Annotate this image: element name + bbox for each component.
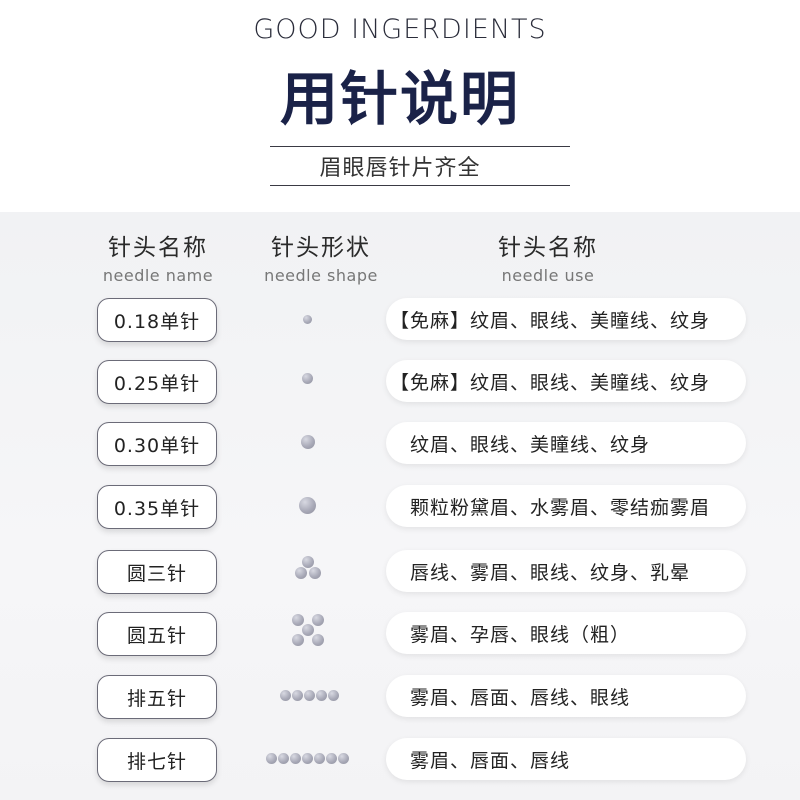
needle-use-pill: 唇线、雾眉、眼线、纹身、乳晕: [386, 550, 746, 592]
needle-dot: [280, 690, 291, 701]
needle-dot: [292, 614, 304, 626]
needle-name-pill: 排五针: [97, 675, 217, 719]
needle-dot: [290, 753, 301, 764]
needle-dot: [328, 690, 339, 701]
column-header-en: needle shape: [264, 266, 378, 285]
needle-name-pill: 0.25单针: [97, 360, 217, 404]
needle-dot: [301, 435, 315, 449]
needle-dot: [302, 373, 313, 384]
single-needle-icon: [258, 298, 358, 340]
column-header-shape: 针头形状 needle shape: [258, 228, 384, 285]
column-header-en: needle name: [102, 266, 214, 285]
row-five-needle-icon: [258, 675, 358, 717]
needle-dot: [312, 614, 324, 626]
divider-bottom: [270, 185, 570, 186]
needle-dot: [304, 690, 315, 701]
needle-use-pill: 雾眉、唇面、唇线、眼线: [386, 675, 746, 717]
column-header-use: 针头名称 needle use: [470, 228, 626, 285]
needle-dot: [309, 567, 321, 579]
needle-dot: [326, 753, 337, 764]
needle-dot: [338, 753, 349, 764]
round-five-needle-icon: [258, 612, 358, 654]
needle-dot: [299, 497, 316, 514]
column-header-name: 针头名称 needle name: [96, 228, 220, 285]
needle-dot: [292, 690, 303, 701]
single-needle-icon: [258, 421, 358, 463]
needle-use-pill: 【免麻】纹眉、眼线、美瞳线、纹身: [386, 298, 746, 340]
single-needle-icon: [258, 358, 358, 400]
column-header-zh: 针头名称: [498, 235, 598, 261]
row-seven-needle-icon: [258, 738, 358, 780]
needle-name-pill: 圆五针: [97, 612, 217, 656]
needle-dot: [316, 690, 327, 701]
needle-name-pill: 0.18单针: [97, 298, 217, 342]
needle-use-pill: 雾眉、孕唇、眼线（粗）: [386, 612, 746, 654]
needle-dot: [266, 753, 277, 764]
column-header-zh: 针头形状: [271, 235, 371, 261]
column-header-zh: 针头名称: [108, 235, 208, 261]
needle-use-pill: 【免麻】纹眉、眼线、美瞳线、纹身: [386, 360, 746, 402]
round-three-needle-icon: [258, 550, 358, 592]
needle-dot: [302, 624, 314, 636]
needle-use-pill: 雾眉、唇面、唇线: [386, 738, 746, 780]
page-title: 用针说明: [279, 65, 520, 133]
needle-dot: [295, 567, 307, 579]
needle-name-pill: 0.30单针: [97, 422, 217, 466]
eyebrow-text: GOOD INGERDIENTS: [253, 14, 547, 45]
column-header-en: needle use: [501, 266, 595, 285]
needle-dot: [292, 634, 304, 646]
needle-use-pill: 颗粒粉黛眉、水雾眉、零结痂雾眉: [386, 485, 746, 527]
divider-top: [270, 146, 570, 147]
needle-dot: [312, 634, 324, 646]
needle-use-pill: 纹眉、眼线、美瞳线、纹身: [386, 422, 746, 464]
single-needle-icon: [258, 484, 358, 526]
needle-name-pill: 0.35单针: [97, 485, 217, 529]
needle-dot: [314, 753, 325, 764]
needle-dot: [303, 315, 312, 324]
needle-name-pill: 圆三针: [97, 550, 217, 594]
needle-name-pill: 排七针: [97, 738, 217, 782]
needle-dot: [278, 753, 289, 764]
needle-dot: [302, 753, 313, 764]
page-subtitle: 眉眼唇针片齐全: [319, 156, 481, 181]
needle-dot: [302, 556, 314, 568]
